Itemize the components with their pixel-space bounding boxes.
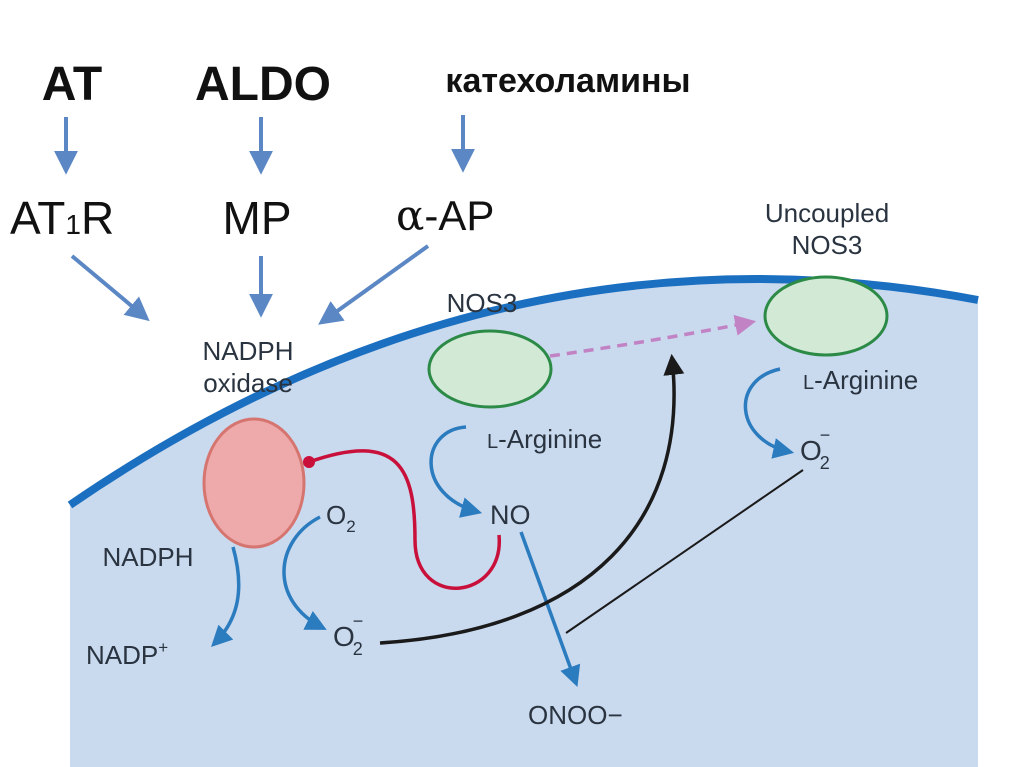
line-uncoupled-superoxide-to-peroxynitrite xyxy=(565,469,804,634)
arrow-at1r-to-nadph-oxidase xyxy=(70,254,150,322)
peroxynitrite: ONOO− xyxy=(528,700,623,730)
nitric-oxide: NO xyxy=(490,500,531,530)
arrow-nadph-to-nadp xyxy=(211,546,241,647)
receptor-alpha-ar: α-AP xyxy=(396,191,494,240)
nadph-oxidase-label: NADPH xyxy=(202,336,293,366)
inhibition-dot xyxy=(303,456,315,468)
superoxide-uncoupled: O2− xyxy=(800,425,830,473)
no-inhibition-line xyxy=(308,449,501,590)
nadph-substrate: NADPH xyxy=(102,542,193,572)
arrow-l-arginine-to-superoxide-uncoupled xyxy=(743,367,795,459)
nos3-enzyme xyxy=(427,329,553,409)
l-arginine-nos3: L-Arginine xyxy=(487,424,602,454)
uncoupled-nos3-enzyme xyxy=(763,275,889,357)
nadph-oxidase-label-2: oxidase xyxy=(203,368,293,398)
superoxide-nadph-oxidase: O2− xyxy=(333,611,363,659)
receptor-at1r: AT1R xyxy=(10,192,114,244)
arrow-superoxide-to-uncoupling xyxy=(379,353,685,645)
uncoupled-nos3-label-2: NOS3 xyxy=(792,230,863,260)
uncoupled-nos3-label: Uncoupled xyxy=(765,198,889,228)
arrow-no-to-peroxynitrite xyxy=(519,531,581,687)
nadph-oxidase-enzyme xyxy=(202,417,306,549)
l-arginine-uncoupled: L-Arginine xyxy=(803,365,918,395)
stimulus-aldo: ALDO xyxy=(195,58,331,111)
nos3-label: NOS3 xyxy=(447,288,518,318)
stimulus-at: AT xyxy=(42,58,102,111)
oxygen-substrate: O2 xyxy=(326,500,356,536)
arrow-alpha-ar-to-nadph-oxidase xyxy=(318,244,430,325)
arrow-oxygen-to-superoxide xyxy=(282,515,327,630)
stimulus-catecholamines: катехоламины xyxy=(445,62,690,100)
receptor-mr: MP xyxy=(223,192,292,244)
cell-cytoplasm xyxy=(70,278,978,767)
arrow-nos3-uncoupling xyxy=(549,314,757,358)
arrow-l-arginine-to-no xyxy=(429,425,483,518)
nadp-product: NADP+ xyxy=(86,638,168,670)
